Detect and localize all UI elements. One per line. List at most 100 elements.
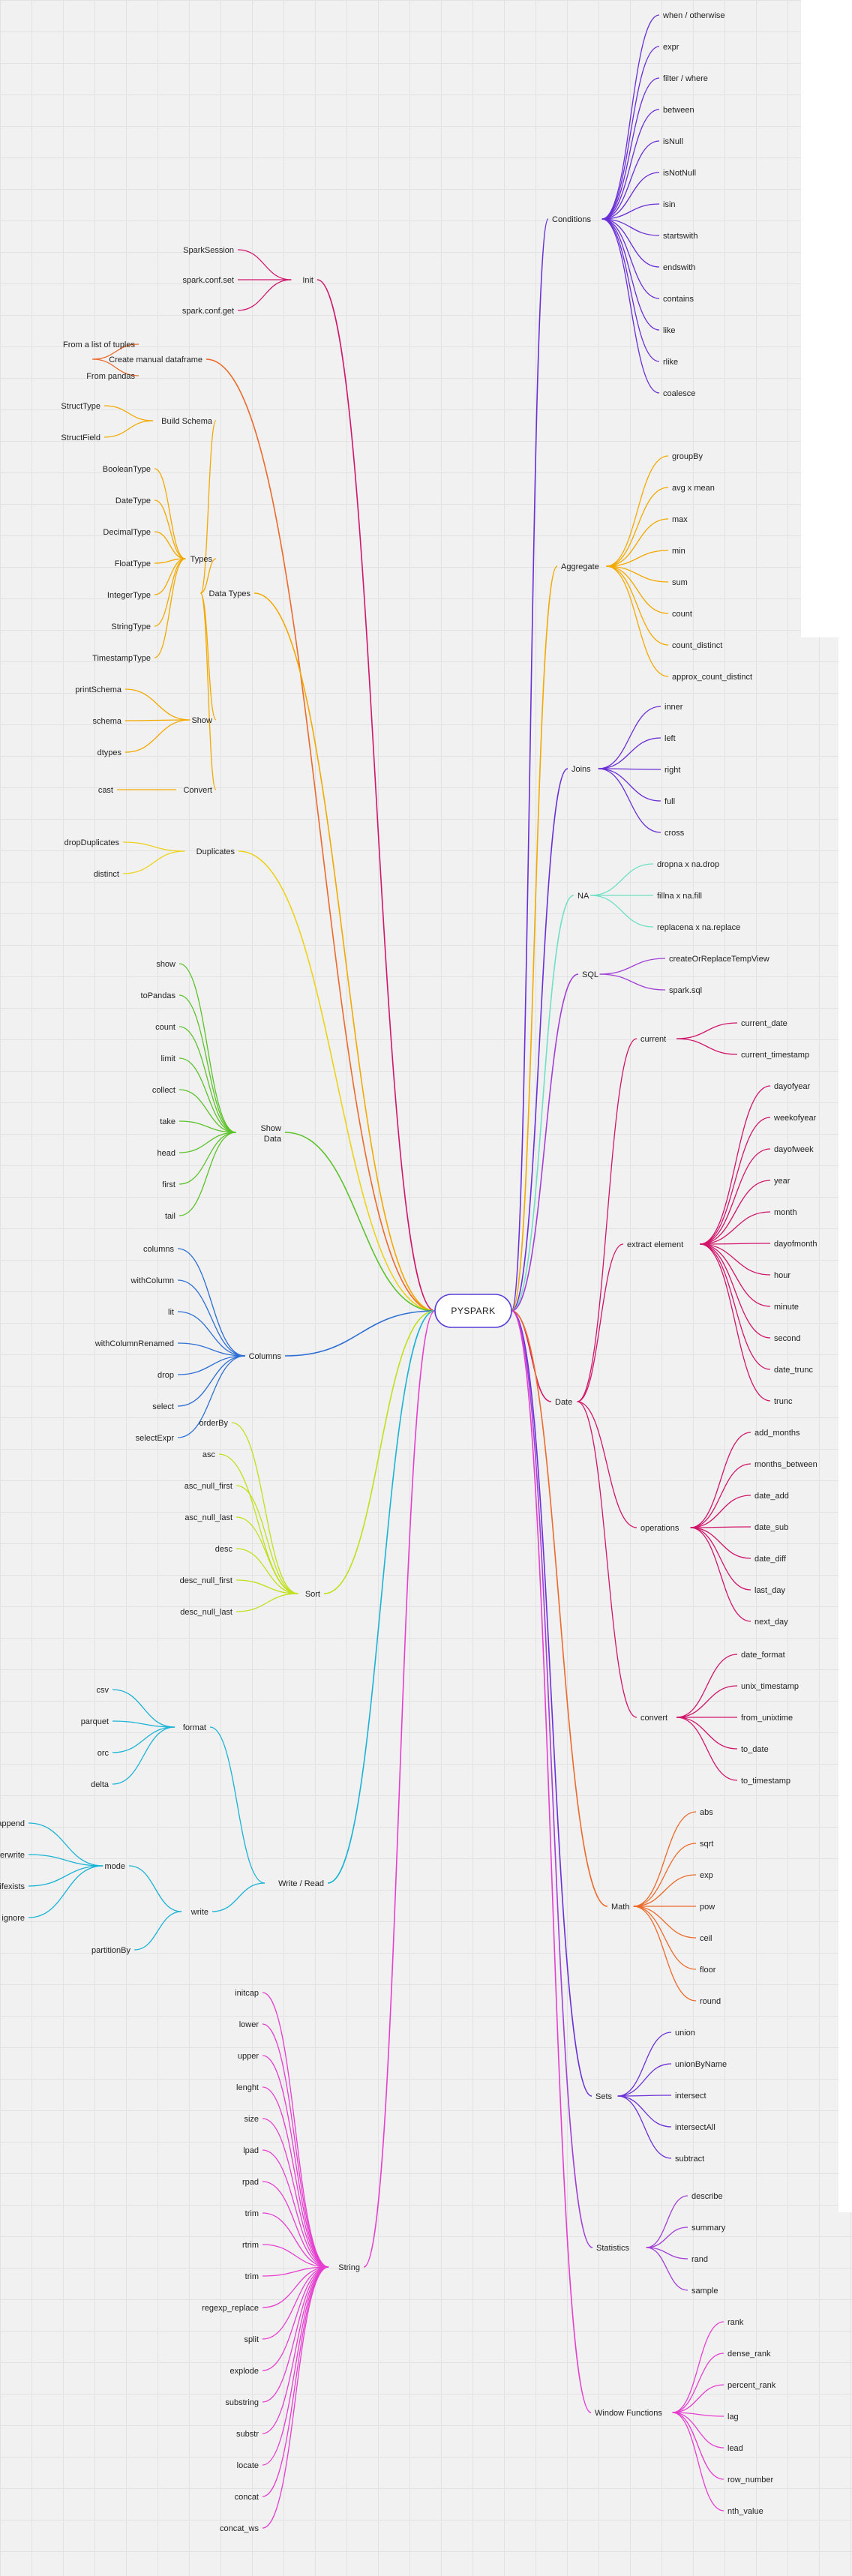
node-build-schema[interactable]: Build Schema [161,417,213,426]
node-delta[interactable]: delta [91,1780,110,1789]
node-write[interactable]: write [190,1908,208,1917]
node-year[interactable]: year [774,1177,790,1186]
node-sparksession[interactable]: SparkSession [183,246,234,255]
node-lead[interactable]: lead [728,2444,743,2453]
node-like[interactable]: like [663,326,676,335]
node-withcolumn[interactable]: withColumn [130,1276,174,1285]
root-node-label[interactable]: PYSPARK [451,1306,495,1316]
node-concat-ws[interactable]: concat_ws [220,2524,259,2533]
node-desc-null-last[interactable]: desc_null_last [180,1608,232,1617]
node-floattype[interactable]: FloatType [115,559,151,568]
branch-joins[interactable]: Joins [572,765,591,774]
node-fillna-x-na-fill[interactable]: fillna x na.fill [657,892,702,901]
branch-init[interactable]: Init [302,276,314,285]
node-structfield[interactable]: StructField [61,433,100,442]
branch-columns[interactable]: Columns [249,1352,282,1361]
node-weekofyear[interactable]: weekofyear [773,1114,817,1123]
node-format[interactable]: format [183,1723,206,1732]
node-from-pandas[interactable]: From pandas [86,372,135,381]
node-unix-timestamp[interactable]: unix_timestamp [741,1682,799,1691]
node-union[interactable]: union [675,2029,695,2038]
node-nth-value[interactable]: nth_value [728,2507,764,2516]
node-expr[interactable]: expr [663,43,680,52]
node-spark-sql[interactable]: spark.sql [669,986,702,995]
node-dtypes[interactable]: dtypes [98,748,122,757]
node-show[interactable]: Show [191,716,212,725]
node-dayofyear[interactable]: dayofyear [774,1082,811,1091]
node-dropna-x-na-drop[interactable]: dropna x na.drop [657,860,719,869]
node-sqrt[interactable]: sqrt [700,1840,713,1849]
node-partitionby[interactable]: partitionBy [92,1946,130,1955]
node-isin[interactable]: isin [663,200,676,209]
node-unionbyname[interactable]: unionByName [675,2060,727,2069]
node-count[interactable]: count [155,1023,176,1032]
node-operations[interactable]: operations [640,1524,680,1533]
node-explode[interactable]: explode [230,2367,259,2376]
node-count-distinct[interactable]: count_distinct [672,641,722,650]
node-concat[interactable]: concat [235,2493,259,2502]
node-structtype[interactable]: StructType [61,402,100,411]
node-asc-null-first[interactable]: asc_null_first [184,1482,232,1491]
node-upper[interactable]: upper [238,2052,259,2061]
node-current-timestamp[interactable]: current_timestamp [741,1051,809,1060]
node-row-number[interactable]: row_number [728,2476,773,2485]
node-from-a-list-of-tuples[interactable]: From a list of tuples [63,340,135,349]
node-orderby[interactable]: orderBy [199,1419,228,1428]
node-mode[interactable]: mode [104,1862,125,1871]
node-dropduplicates[interactable]: dropDuplicates [64,838,120,847]
node-rtrim[interactable]: rtrim [242,2241,259,2250]
branch-statistics[interactable]: Statistics [596,2244,630,2253]
node-startswith[interactable]: startswith [663,232,698,241]
node-head[interactable]: head [158,1149,176,1158]
branch-math[interactable]: Math [611,1903,629,1912]
node-first[interactable]: first [162,1180,176,1189]
branch-string[interactable]: String [338,2263,360,2272]
node-from-unixtime[interactable]: from_unixtime [741,1714,793,1723]
node-orc[interactable]: orc [98,1749,110,1758]
node-intersectall[interactable]: intersectAll [675,2123,716,2132]
node-trim[interactable]: trim [245,2272,259,2281]
node-dayofweek[interactable]: dayofweek [774,1145,814,1154]
node-round[interactable]: round [700,1997,721,2006]
node-distinct[interactable]: distinct [94,870,119,879]
node-pow[interactable]: pow [700,1903,715,1912]
node-initcap[interactable]: initcap [235,1989,259,1998]
node-timestamptype[interactable]: TimestampType [92,654,151,663]
node-tail[interactable]: tail [165,1212,176,1221]
node-extract-element[interactable]: extract element [627,1240,683,1249]
branch-create-manual-dataframe[interactable]: Create manual dataframe [109,355,202,364]
node-split[interactable]: split [244,2335,259,2344]
node-append[interactable]: append [0,1819,25,1828]
node-overwrite[interactable]: overwrite [0,1851,25,1860]
node-columns[interactable]: columns [143,1245,174,1254]
node-selectexpr[interactable]: selectExpr [136,1434,175,1443]
node-current[interactable]: current [640,1035,666,1044]
node-endswith[interactable]: endswith [663,263,695,272]
node-date-add[interactable]: date_add [754,1492,789,1501]
node-integertype[interactable]: IntegerType [107,591,151,600]
node-select[interactable]: select [152,1402,174,1411]
node-withcolumnrenamed[interactable]: withColumnRenamed [94,1339,174,1348]
node-max[interactable]: max [672,515,688,524]
node-substring[interactable]: substring [225,2398,259,2407]
node-date-diff[interactable]: date_diff [754,1555,787,1564]
node-size[interactable]: size [244,2115,259,2124]
node-second[interactable]: second [774,1334,800,1343]
node-describe[interactable]: describe [692,2192,723,2201]
node-collect[interactable]: collect [152,1086,176,1095]
node-booleantype[interactable]: BooleanType [103,465,151,474]
node-locate[interactable]: locate [237,2461,259,2470]
node-dayofmonth[interactable]: dayofmonth [774,1240,817,1249]
node-replacena-x-na-replace[interactable]: replacena x na.replace [657,923,740,932]
node-rpad[interactable]: rpad [242,2178,259,2187]
node-date-format[interactable]: date_format [741,1651,785,1660]
node-filter-where[interactable]: filter / where [663,74,708,83]
node-intersect[interactable]: intersect [675,2092,706,2101]
node-datetype[interactable]: DateType [116,496,151,505]
node-floor[interactable]: floor [700,1966,716,1975]
node-summary[interactable]: summary [692,2224,726,2233]
branch-date[interactable]: Date [555,1398,572,1407]
node-groupby[interactable]: groupBy [672,452,703,461]
node-asc[interactable]: asc [202,1450,216,1459]
